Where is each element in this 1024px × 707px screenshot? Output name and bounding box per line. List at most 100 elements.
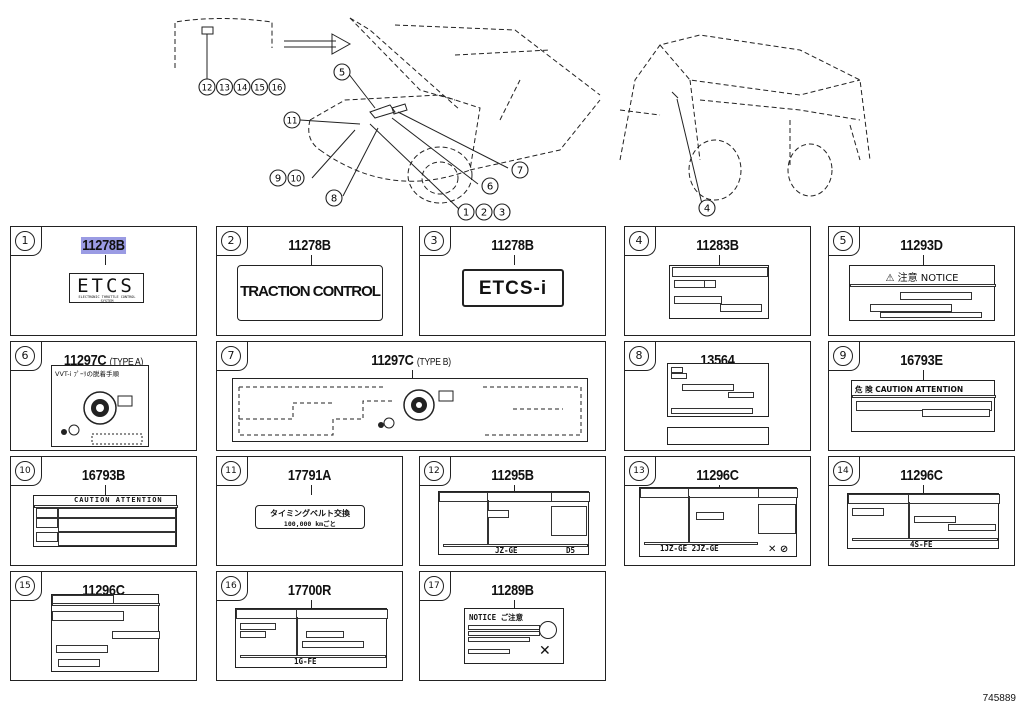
part-code: 11296C	[900, 467, 943, 484]
part-code: 11297C	[371, 352, 414, 369]
label-text: VVT-i ﾌﾟｰﾘの脱着手順	[55, 370, 119, 378]
label-text: CAUTION ATTENTION	[74, 496, 163, 504]
notice-label	[669, 265, 769, 319]
svg-text:12: 12	[202, 84, 213, 94]
part-code: 16793B	[81, 467, 126, 484]
panel-number: 15	[15, 576, 35, 596]
label-text: 危 険 CAUTION ATTENTION	[855, 385, 964, 394]
etcs-i-label: ETCS-i	[462, 269, 564, 307]
strip-callout-15: 15	[250, 78, 269, 96]
label-panel-7: 7 11297C (TYPE B)	[216, 341, 606, 451]
label-text: ETCS	[77, 275, 135, 297]
caution-label: CAUTION ATTENTION	[33, 495, 178, 547]
panel-number: 5	[833, 231, 853, 251]
part-number: 11295B	[434, 467, 591, 484]
panel-number: 2	[221, 231, 241, 251]
label-text: ETCS-i	[478, 278, 548, 299]
part-number: 11278B	[25, 237, 182, 254]
part-number: 11296C	[639, 467, 796, 484]
callout-9: 9	[269, 169, 287, 187]
engine-spec-label: 1JZ-GE 2JZ-GE ✕ ⊘	[639, 487, 798, 557]
no-fire-icon: ✕ ⊘	[768, 544, 789, 555]
part-code: 11295B	[491, 467, 534, 484]
part-code: 11296C	[696, 467, 739, 484]
strip-callout-13: 13	[215, 78, 234, 96]
part-number: 11297C (TYPE A)	[25, 352, 182, 369]
panel-number: 4	[629, 231, 649, 251]
callout-5: 5	[333, 63, 351, 81]
strip-callout-16: 16	[268, 78, 286, 96]
panel-number: 8	[629, 346, 649, 366]
panel-number: 6	[15, 346, 35, 366]
part-code: 16793E	[900, 352, 943, 369]
label-text: 1JZ-GE 2JZ-GE	[660, 544, 719, 553]
part-number: 11293D	[843, 237, 1000, 254]
svg-text:2: 2	[481, 208, 487, 219]
label-text: 100,000 kmごと	[283, 520, 337, 528]
svg-text:10: 10	[291, 175, 302, 185]
svg-text:14: 14	[237, 84, 248, 94]
traction-control-label: TRACTION CONTROL	[237, 265, 383, 321]
label-text: JZ-GE	[495, 546, 518, 555]
svg-text:1: 1	[463, 208, 469, 219]
panel-number: 7	[221, 346, 241, 366]
vehicle-overview-drawing	[174, 17, 871, 211]
strip-callout-12: 12	[198, 78, 216, 96]
label-text: D5	[566, 546, 576, 555]
label-text: 4S-FE	[910, 540, 933, 549]
panel-number: 12	[424, 461, 444, 481]
label-panel-4: 4 11283B	[624, 226, 811, 336]
part-code: 11297C	[63, 352, 107, 369]
engine-spec-label: 4S-FE	[847, 493, 1000, 549]
panel-number: 17	[424, 576, 444, 596]
engine-spec-label	[51, 594, 160, 672]
label-text: ⚠ 注意 NOTICE	[885, 273, 959, 284]
label-panel-12: 12 11295B JZ-GE D5	[419, 456, 606, 566]
notice-label: ⚠ 注意 NOTICE	[849, 265, 996, 321]
part-code: 11289B	[491, 582, 534, 599]
warning-icon	[539, 621, 557, 639]
label-text: NOTICE ご注意	[469, 613, 524, 622]
label-panel-10: 10 16793B CAUTION ATTENTION	[10, 456, 197, 566]
part-number: 11289B	[434, 582, 591, 599]
label-text: ELECTRONIC THROTTLE CONTROL SYSTEM	[78, 295, 136, 303]
part-code: 17791A	[287, 467, 332, 484]
svg-text:5: 5	[339, 68, 345, 79]
svg-text:13: 13	[219, 84, 230, 94]
panel-number: 9	[833, 346, 853, 366]
svg-text:9: 9	[275, 174, 281, 185]
panel-number: 14	[833, 461, 853, 481]
panel-number: 3	[424, 231, 444, 251]
part-code: 11293D	[900, 237, 943, 254]
spec-label	[667, 363, 769, 417]
panel-number: 11	[221, 461, 241, 481]
pulley-diagram-icon	[61, 391, 143, 445]
panel-number: 10	[15, 461, 35, 481]
svg-text:15: 15	[254, 84, 265, 94]
part-code: 11278B	[80, 237, 127, 254]
part-number: 11283B	[639, 237, 796, 254]
callout-1: 1	[457, 203, 475, 221]
no-fire-icon: ✕	[539, 643, 551, 659]
label-panel-5: 5 11293D ⚠ 注意 NOTICE	[828, 226, 1015, 336]
procedure-label-wide	[232, 378, 588, 442]
svg-text:3: 3	[499, 208, 505, 219]
svg-text:4: 4	[704, 204, 710, 215]
callout-6: 6	[481, 177, 499, 195]
part-code: 11283B	[696, 237, 739, 254]
spec-label-lower	[667, 427, 769, 445]
callout-3: 3	[493, 203, 511, 221]
svg-text:7: 7	[517, 166, 523, 177]
engine-spec-label: 1G-FE	[235, 608, 388, 668]
part-type: (TYPE B)	[416, 357, 451, 368]
part-code: 17700R	[287, 582, 332, 599]
callout-8: 8	[325, 189, 343, 207]
engine-spec-label: JZ-GE D5	[438, 491, 590, 555]
part-number: 16793B	[25, 467, 182, 484]
